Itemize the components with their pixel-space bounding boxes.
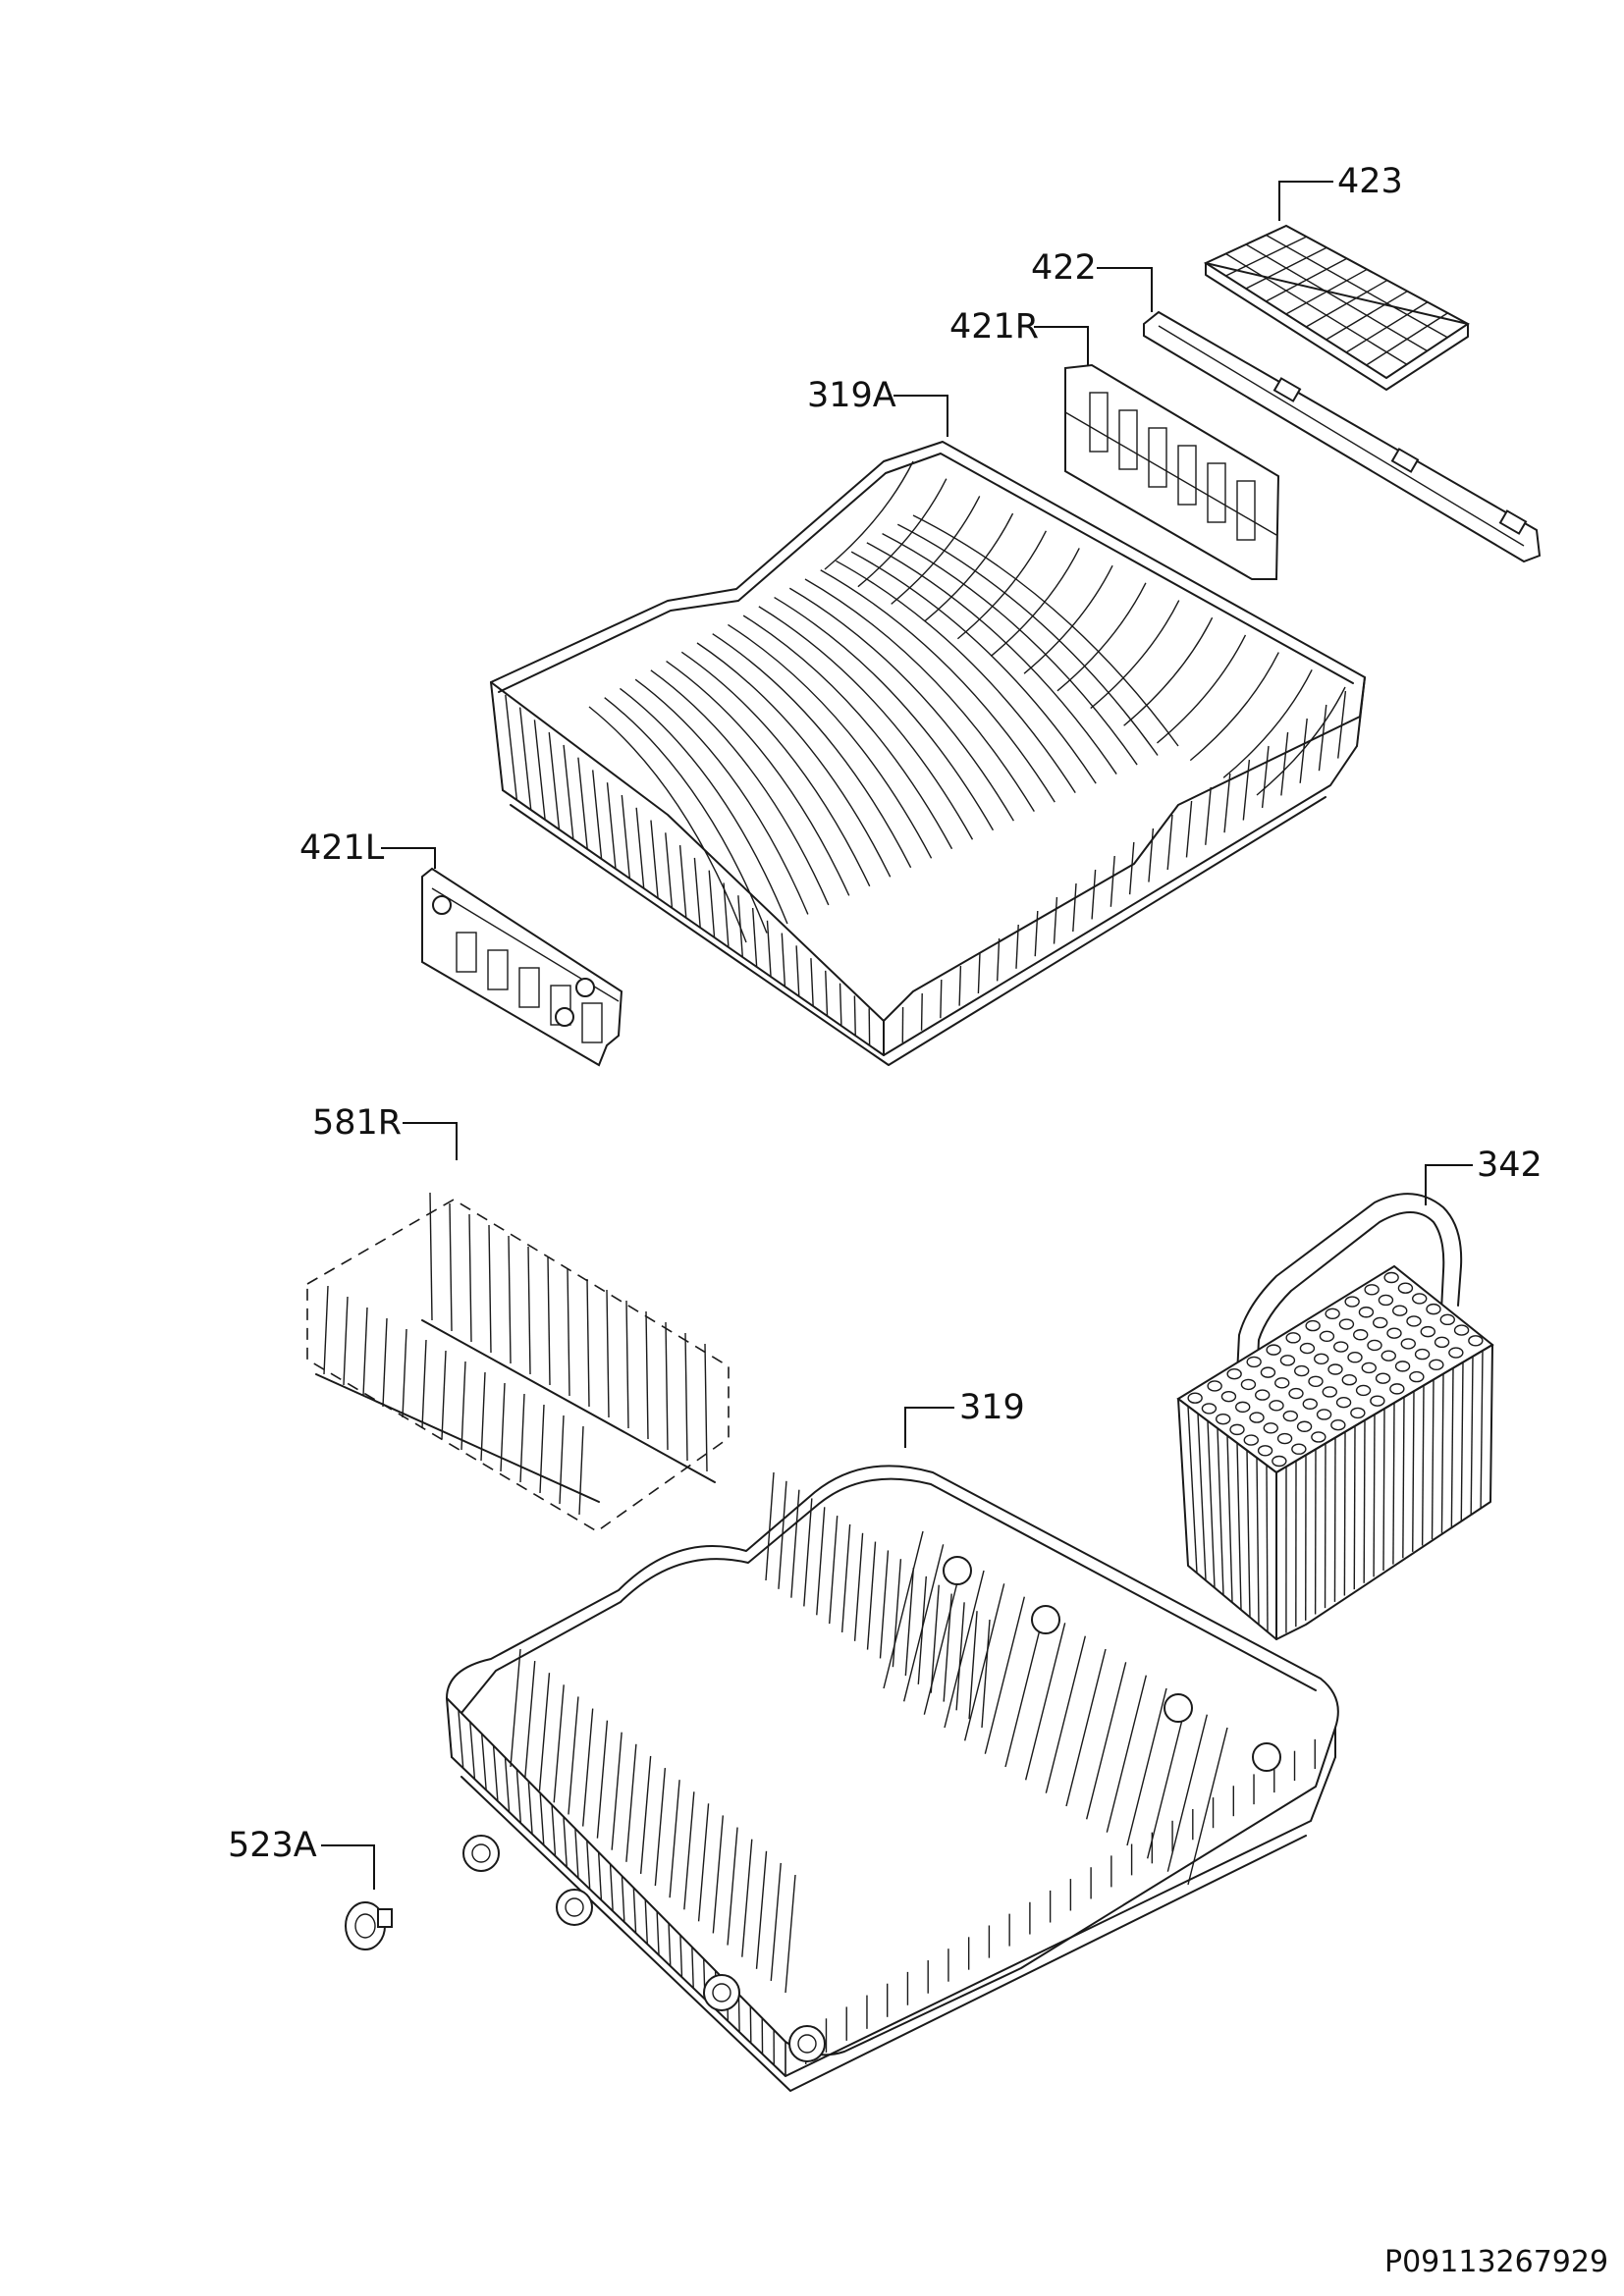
part-319-lower-basket <box>446 1465 1339 2092</box>
part-523A-wheel <box>345 1901 393 1950</box>
leader-422 <box>1097 267 1153 312</box>
part-423-tray <box>1203 224 1470 391</box>
part-label-319: 319 <box>959 1388 1025 1427</box>
leader-lines <box>321 181 1473 1890</box>
leader-342 <box>1425 1164 1473 1205</box>
part-label-421L: 421L <box>299 828 385 868</box>
leader-421L <box>381 847 436 869</box>
leader-319 <box>904 1407 954 1448</box>
leader-581R <box>403 1122 458 1160</box>
leader-421R <box>1034 326 1089 371</box>
part-581R-rack <box>306 1192 730 1532</box>
part-label-423: 423 <box>1337 162 1403 201</box>
part-label-581R: 581R <box>312 1103 403 1143</box>
wheels <box>462 1556 1281 2062</box>
part-label-523A: 523A <box>228 1826 317 1865</box>
part-421L-flap <box>421 867 623 1067</box>
part-label-342: 342 <box>1477 1146 1543 1185</box>
leader-319A <box>893 395 948 437</box>
part-label-421R: 421R <box>949 307 1040 347</box>
part-319A-upper-basket <box>490 441 1366 1066</box>
document-id: P09113267929 <box>1384 2245 1609 2279</box>
part-342-cutlery-basket <box>1176 1193 1494 1640</box>
part-label-422: 422 <box>1031 248 1097 288</box>
leader-523A <box>321 1844 375 1890</box>
part-422-rail <box>1143 310 1542 563</box>
part-label-319A: 319A <box>807 376 896 415</box>
leader-423 <box>1278 181 1333 221</box>
part-421R-flap <box>1064 363 1280 580</box>
